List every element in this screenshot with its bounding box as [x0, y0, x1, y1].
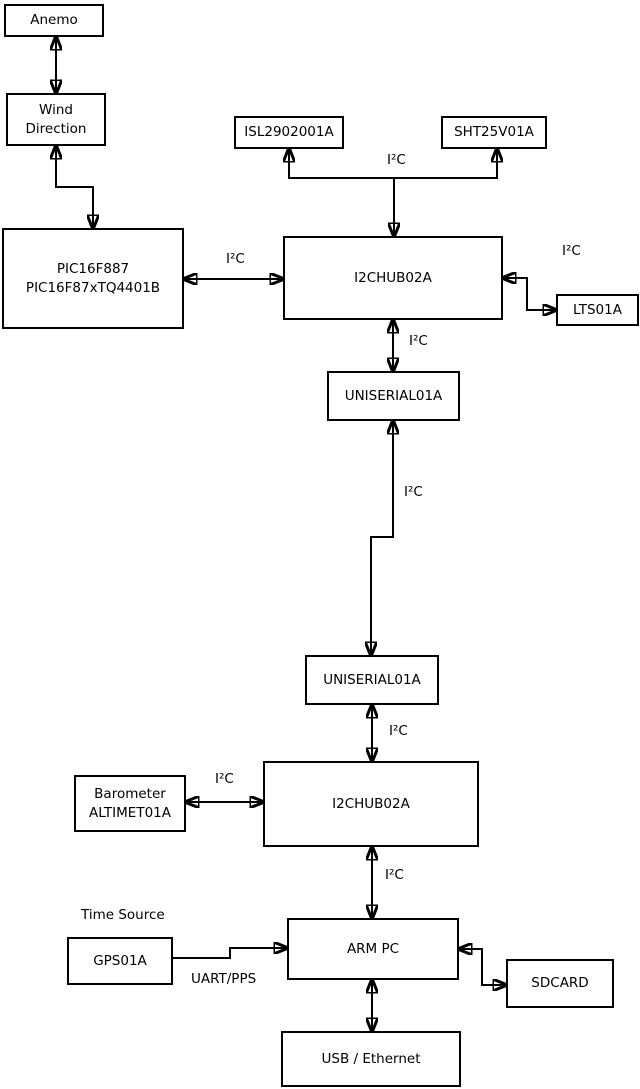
- box-wind-direction: Wind Direction: [6, 93, 106, 146]
- edge-label-time-source: Time Source: [81, 907, 165, 923]
- edge-label-i2c-uniserial-hub2: I²C: [389, 723, 408, 739]
- box-pic16f887-label-line1: PIC16F887: [56, 260, 130, 277]
- box-isl2902001a: ISL2902001A: [234, 116, 344, 149]
- box-wind-direction-label-line2: Direction: [25, 120, 87, 137]
- edge-label-i2c-uniserial-link: I²C: [404, 484, 423, 500]
- box-i2chub02a-top-label: I2CHUB02A: [354, 269, 432, 286]
- box-uniserial01a-bottom: UNISERIAL01A: [305, 655, 439, 705]
- box-isl2902001a-label: ISL2902001A: [244, 124, 334, 141]
- edge-label-i2c-barometer-hub2: I²C: [215, 771, 234, 787]
- box-anemo-label: Anemo: [30, 12, 78, 29]
- box-pic16f887: PIC16F887 PIC16F87xTQ4401B: [2, 228, 184, 329]
- box-barometer-label-line2: ALTIMET01A: [89, 804, 171, 821]
- box-gps01a-label: GPS01A: [93, 952, 147, 969]
- box-lts01a: LTS01A: [556, 294, 639, 326]
- edge-label-i2c-sensor-bus: I²C: [387, 152, 406, 168]
- edge-label-i2c-hub-uniserial: I²C: [409, 333, 428, 349]
- connector-armpc-sdcard: [459, 949, 506, 985]
- connector-gps-armpc: [173, 948, 287, 959]
- box-anemo: Anemo: [4, 4, 104, 37]
- box-i2chub02a-bottom-label: I2CHUB02A: [332, 795, 410, 812]
- connector-hubtop-lts: [503, 278, 556, 310]
- box-lts01a-label: LTS01A: [573, 301, 622, 318]
- box-pic16f887-label-line2: PIC16F87xTQ4401B: [25, 279, 161, 296]
- box-sdcard-label: SDCARD: [531, 975, 589, 992]
- edge-label-i2c-pic-hub: I²C: [226, 251, 245, 267]
- box-sht25v01a-label: SHT25V01A: [454, 124, 534, 141]
- connector-uniserialtop-uniserialbottom: [371, 421, 393, 655]
- box-barometer-label-line1: Barometer: [94, 785, 166, 802]
- box-uniserial01a-bottom-label: UNISERIAL01A: [323, 671, 421, 688]
- box-uniserial01a-top: UNISERIAL01A: [327, 371, 460, 421]
- box-barometer-altimet01a: Barometer ALTIMET01A: [74, 775, 186, 832]
- box-sht25v01a: SHT25V01A: [441, 116, 547, 149]
- edge-label-i2c-hub2-armpc: I²C: [385, 867, 404, 883]
- box-i2chub02a-top: I2CHUB02A: [283, 236, 503, 320]
- box-arm-pc-label: ARM PC: [346, 940, 400, 957]
- edge-label-i2c-hub-lts: I²C: [562, 243, 581, 259]
- connector-winddirection-pic: [56, 146, 93, 228]
- box-gps01a: GPS01A: [67, 937, 173, 985]
- box-arm-pc: ARM PC: [287, 918, 459, 980]
- box-wind-direction-label-line1: Wind: [39, 101, 73, 118]
- box-usb-ethernet: USB / Ethernet: [281, 1031, 461, 1087]
- box-i2chub02a-bottom: I2CHUB02A: [263, 761, 479, 847]
- box-usb-ethernet-label: USB / Ethernet: [321, 1050, 421, 1067]
- box-uniserial01a-top-label: UNISERIAL01A: [344, 387, 443, 404]
- edge-label-uart-pps: UART/PPS: [191, 971, 257, 987]
- box-sdcard: SDCARD: [506, 959, 614, 1008]
